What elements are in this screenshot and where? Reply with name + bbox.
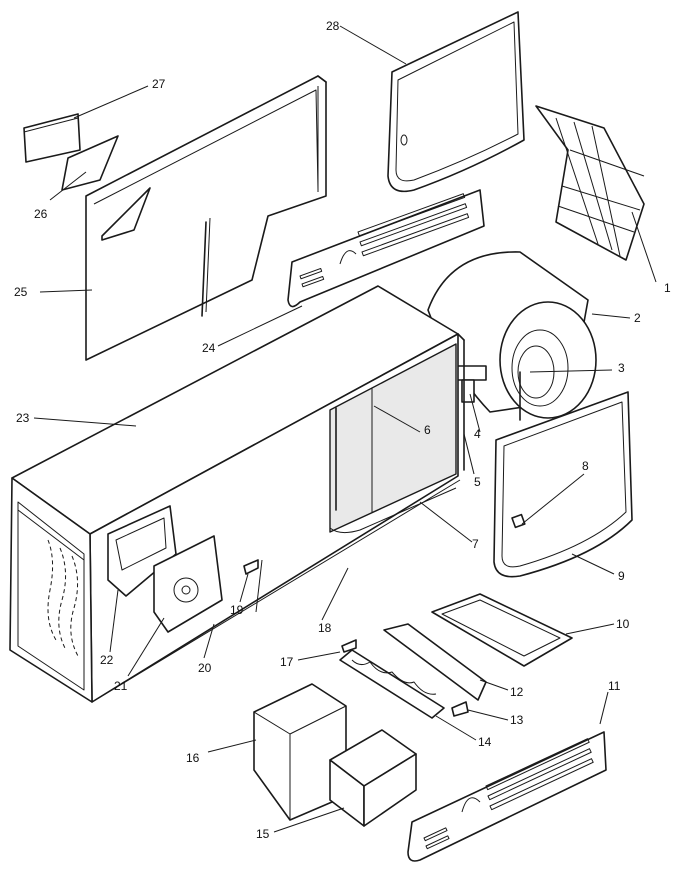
callout-14: 14: [478, 735, 492, 749]
callout-24: 24: [202, 341, 216, 355]
callout-28: 28: [326, 19, 340, 33]
part-14-channel: [339, 649, 445, 719]
callout-1: 1: [664, 281, 671, 295]
callout-21: 21: [114, 679, 128, 693]
part-27-label-plate: [23, 113, 81, 163]
part-21-motor-plate: [153, 535, 223, 633]
callout-13: 13: [510, 713, 524, 727]
callout-25: 25: [14, 285, 28, 299]
callout-labels: 27 26 25 28 1 2 3 4 5 6 7 8 9 10 11 12 1…: [14, 19, 671, 841]
callout-15: 15: [256, 827, 270, 841]
callout-22: 22: [100, 653, 114, 667]
louver-slots-11: [423, 738, 594, 850]
part-19-clip: [243, 559, 259, 575]
callout-10: 10: [616, 617, 630, 631]
part-10-drain-tray: [431, 593, 573, 667]
part-17-clip: [341, 639, 357, 653]
part-15-box: [329, 729, 417, 827]
part-8-latch: [511, 513, 526, 529]
callout-11: 11: [608, 679, 621, 693]
part-25-side-panel: [85, 75, 327, 361]
callout-8: 8: [582, 459, 589, 473]
callout-16: 16: [186, 751, 200, 765]
part-26-small-panel: [61, 135, 119, 191]
part-11-louvered-panel: [407, 731, 607, 862]
callout-23: 23: [16, 411, 30, 425]
louver-slots-24: [299, 193, 470, 288]
part-1-filter-grid: [535, 105, 645, 261]
callout-2: 2: [634, 311, 641, 325]
callout-18: 18: [318, 621, 332, 635]
callout-19: 19: [230, 603, 244, 617]
callout-6: 6: [424, 423, 431, 437]
part-28-door-frame: [387, 11, 525, 193]
part-9-door-frame: [493, 391, 633, 578]
callout-27: 27: [152, 77, 166, 91]
callout-5: 5: [474, 475, 481, 489]
part-22-bracket-panel: [107, 505, 177, 597]
callout-4: 4: [474, 427, 481, 441]
part-24-louvered-panel: [287, 189, 485, 308]
callout-26: 26: [34, 207, 48, 221]
leader-lines: [33, 25, 657, 833]
callout-17: 17: [280, 655, 294, 669]
callout-3: 3: [618, 361, 625, 375]
callout-7: 7: [472, 537, 479, 551]
callout-12: 12: [510, 685, 524, 699]
callout-20: 20: [198, 661, 212, 675]
callout-9: 9: [618, 569, 625, 583]
part-13-clip: [451, 701, 469, 717]
